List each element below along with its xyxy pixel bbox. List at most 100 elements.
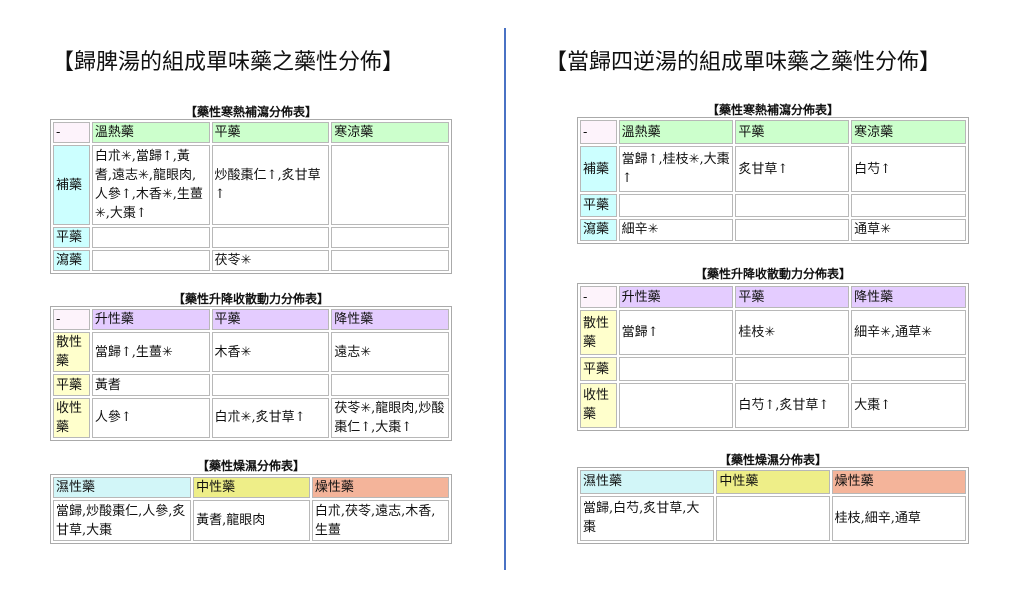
table-cell: 當歸,白芍,炙甘草,大棗 (580, 495, 715, 541)
table-cell (211, 227, 330, 248)
table-row: 平藥 (580, 194, 966, 217)
column-header: 平藥 (211, 122, 330, 143)
column-header: 中性藥 (716, 470, 830, 494)
table-cell (331, 227, 449, 248)
right-lift-lower-table: -升性藥平藥降性藥散性藥當歸↑桂枝✳細辛✳,通草✳平藥收性藥白芍↑,炙甘草↑大棗… (577, 283, 969, 431)
table-row: 平藥 (53, 227, 449, 248)
column-header: 降性藥 (851, 286, 966, 309)
table-cell: 炒酸棗仁↑,炙甘草↑ (211, 145, 330, 225)
row-header: 瀉藥 (580, 218, 617, 241)
left-lift-lower-table-title: 【藥性升降收散動力分佈表】 (172, 292, 329, 306)
row-header: 散性藥 (580, 310, 617, 356)
column-header: - (53, 309, 90, 331)
table-cell (331, 374, 449, 396)
left-dry-damp-table: 濕性藥中性藥燥性藥當歸,炒酸棗仁,人參,炙甘草,大棗黃耆,龍眼肉白朮,茯苓,遠志… (50, 474, 452, 544)
left-dry-damp-table-title: 【藥性燥濕分佈表】 (196, 459, 305, 473)
table-row: 散性藥當歸↑,生薑✳木香✳遠志✳ (53, 332, 449, 373)
table-row: 補藥當歸↑,桂枝✳,大棗↑炙甘草↑白芍↑ (580, 146, 966, 193)
table-cell: 茯苓✳ (211, 250, 330, 271)
table-cell (851, 357, 966, 381)
right-cold-heat-table-title: 【藥性寒熱補瀉分佈表】 (706, 103, 839, 117)
row-header: 瀉藥 (53, 250, 90, 271)
table-cell: 細辛✳ (618, 218, 734, 241)
table-header-row: 濕性藥中性藥燥性藥 (580, 470, 966, 494)
table-cell (735, 218, 850, 241)
table-cell: 遠志✳ (331, 332, 449, 373)
row-header: 收性藥 (53, 397, 90, 438)
column-header: 平藥 (211, 309, 330, 331)
table-cell (331, 250, 449, 271)
row-header: 散性藥 (53, 332, 90, 373)
table-row: 當歸,白芍,炙甘草,大棗 桂枝,細辛,通草 (580, 495, 966, 541)
table-cell: 桂枝✳ (735, 310, 850, 356)
table-cell (91, 250, 210, 271)
right-dry-damp-table: 濕性藥中性藥燥性藥當歸,白芍,炙甘草,大棗桂枝,細辛,通草 (577, 467, 969, 544)
table-cell (91, 227, 210, 248)
table-row: 平藥黃耆 (53, 374, 449, 396)
column-header: 降性藥 (331, 309, 449, 331)
table-cell: 茯苓✳,龍眼肉,炒酸棗仁↑,大棗↑ (331, 397, 449, 438)
table-cell: 白芍↑,炙甘草↑ (735, 382, 850, 428)
row-header: 補藥 (580, 146, 617, 193)
left-panel-title: 【歸脾湯的組成單味藥之藥性分佈】 (52, 50, 405, 75)
table-cell: 白朮✳,當歸↑,黃耆,遠志✳,龍眼肉,人參↑,木香✳,生薑✳,大棗↑ (91, 145, 210, 225)
table-cell: 黃耆 (91, 374, 210, 396)
table-cell: 當歸,炒酸棗仁,人參,炙甘草,大棗 (53, 500, 192, 541)
table-cell: 炙甘草↑ (735, 146, 850, 193)
table-row: 收性藥 白芍↑,炙甘草↑大棗↑ (580, 382, 966, 428)
table-cell: 白朮,茯苓,遠志,木香,生薑 (311, 500, 449, 541)
table-row: 瀉藥 茯苓✳ (53, 250, 449, 271)
column-header: 燥性藥 (831, 470, 966, 494)
table-cell (211, 374, 330, 396)
column-header: 升性藥 (91, 309, 210, 331)
table-cell (735, 194, 850, 217)
column-header: 燥性藥 (311, 477, 449, 499)
right-lift-lower-table-title: 【藥性升降收散動力分佈表】 (694, 267, 851, 281)
table-cell (735, 357, 850, 381)
row-header: 補藥 (53, 145, 90, 225)
table-row: 收性藥人參↑白朮✳,炙甘草↑茯苓✳,龍眼肉,炒酸棗仁↑,大棗↑ (53, 397, 449, 438)
panel-divider (504, 28, 506, 570)
table-row: 散性藥當歸↑桂枝✳細辛✳,通草✳ (580, 310, 966, 356)
row-header: 平藥 (580, 357, 617, 381)
table-cell: 桂枝,細辛,通草 (831, 495, 966, 541)
column-header: 濕性藥 (580, 470, 715, 494)
table-header-row: 濕性藥中性藥燥性藥 (53, 477, 449, 499)
column-header: 寒涼藥 (851, 120, 966, 145)
row-header: 收性藥 (580, 382, 617, 428)
row-header: 平藥 (53, 374, 90, 396)
table-cell: 白朮✳,炙甘草↑ (211, 397, 330, 438)
table-cell (618, 194, 734, 217)
table-cell: 當歸↑,生薑✳ (91, 332, 210, 373)
table-cell: 木香✳ (211, 332, 330, 373)
table-row: 瀉藥細辛✳通草✳ (580, 218, 966, 241)
table-header-row: -溫熱藥平藥寒涼藥 (580, 120, 966, 145)
column-header: 中性藥 (193, 477, 310, 499)
right-dry-damp-table-title: 【藥性燥濕分佈表】 (718, 453, 827, 467)
table-cell: 白芍↑ (851, 146, 966, 193)
table-row: 補藥白朮✳,當歸↑,黃耆,遠志✳,龍眼肉,人參↑,木香✳,生薑✳,大棗↑炒酸棗仁… (53, 145, 449, 225)
right-panel-title: 【當歸四逆湯的組成單味藥之藥性分佈】 (545, 50, 942, 75)
column-header: 平藥 (735, 120, 850, 145)
table-header-row: -升性藥平藥降性藥 (580, 286, 966, 309)
column-header: - (580, 286, 617, 309)
table-cell: 大棗↑ (851, 382, 966, 428)
column-header: 平藥 (735, 286, 850, 309)
column-header: 濕性藥 (53, 477, 192, 499)
table-cell: 細辛✳,通草✳ (851, 310, 966, 356)
table-cell: 當歸↑,桂枝✳,大棗↑ (618, 146, 734, 193)
column-header: - (580, 120, 617, 145)
row-header: 平藥 (53, 227, 90, 248)
column-header: 溫熱藥 (91, 122, 210, 143)
table-cell (618, 357, 734, 381)
column-header: 寒涼藥 (331, 122, 449, 143)
table-header-row: -溫熱藥平藥寒涼藥 (53, 122, 449, 143)
column-header: 升性藥 (618, 286, 734, 309)
table-row: 當歸,炒酸棗仁,人參,炙甘草,大棗黃耆,龍眼肉白朮,茯苓,遠志,木香,生薑 (53, 500, 449, 541)
right-cold-heat-table: -溫熱藥平藥寒涼藥補藥當歸↑,桂枝✳,大棗↑炙甘草↑白芍↑平藥瀉藥細辛✳通草✳ (577, 117, 969, 244)
row-header: 平藥 (580, 194, 617, 217)
table-cell (618, 382, 734, 428)
table-cell (851, 194, 966, 217)
table-row: 平藥 (580, 357, 966, 381)
column-header: - (53, 122, 90, 143)
